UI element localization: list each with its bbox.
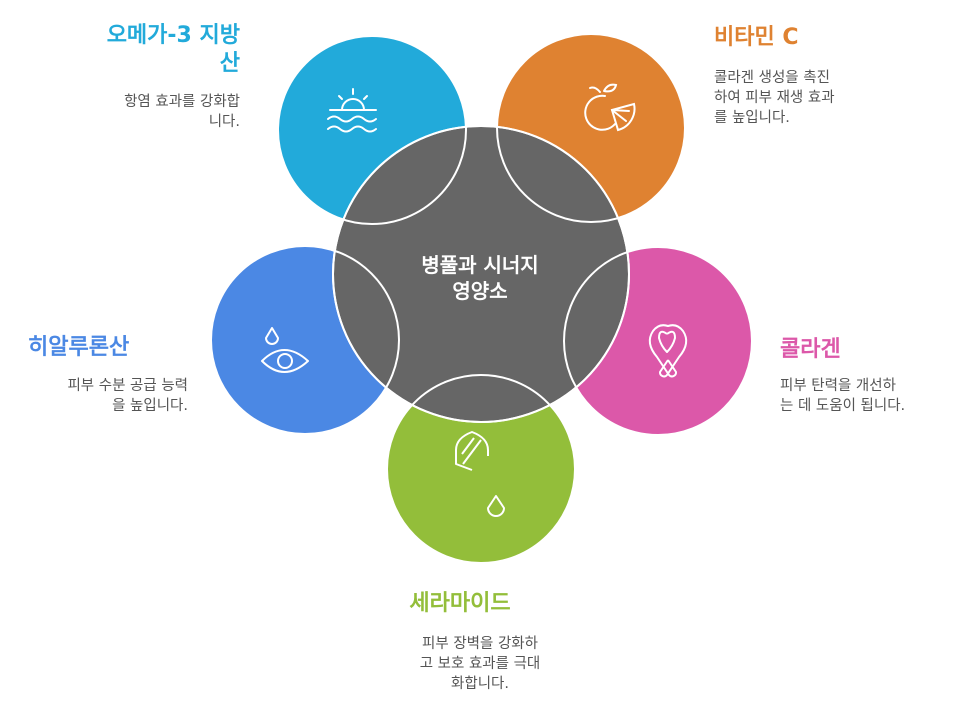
collagen-title: 콜라겐 [780, 337, 841, 362]
vitaminc-title: 비타민 C [714, 25, 799, 50]
orange-fruit-icon [584, 83, 636, 132]
hyaluronic-description: 피부 수분 공급 능력 을 높입니다. [67, 378, 188, 414]
overlap-outlines [210, 33, 753, 564]
omega3-description: 항염 효과를 강화합 니다. [124, 94, 240, 130]
ceramide-description: 피부 장벽을 강화하 고 보호 효과를 극대 화합니다. [419, 636, 541, 692]
ceramide-title: 세라마이드 [409, 591, 511, 616]
hyaluronic-title: 히알루론산 [28, 335, 130, 360]
ribbon-icon [648, 324, 688, 378]
collagen-description: 피부 탄력을 개선하 는 데 도움이 됩니다. [780, 378, 906, 414]
shield-drop-icon [455, 431, 505, 517]
sun-over-water-icon [327, 88, 377, 133]
drop-eye-icon [261, 327, 309, 373]
center-label: 병풀과 시너지 영양소 [421, 253, 539, 303]
omega3-title: 오메가-3 지방 산 [106, 23, 240, 76]
ceramide-circle [387, 375, 575, 563]
vitaminc-description: 콜라겐 생성을 촉진 하여 피부 재생 효과 를 높입니다. [714, 70, 835, 126]
